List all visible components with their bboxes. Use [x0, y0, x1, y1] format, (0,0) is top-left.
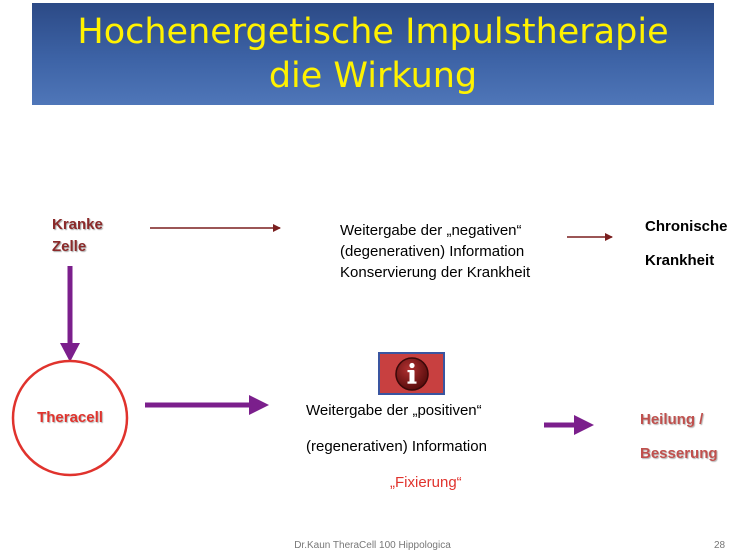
title-line-2: die Wirkung [268, 56, 478, 96]
page-number: 28 [714, 540, 726, 551]
fixation-label: „Fixierung“ [390, 474, 462, 491]
negative-information-text: Weitergabe der „negativen“ (degenerative… [340, 222, 531, 281]
arrow-positive-to-healing-head [574, 415, 594, 435]
theracell-label: Theracell [37, 409, 103, 426]
arrow-cell-to-theracell-head [60, 343, 80, 362]
healing-label: Heilung / Besserung [640, 411, 718, 462]
theracell-circle [11, 359, 129, 477]
arrow-theracell-to-positive-head [249, 395, 269, 415]
title-banner: Hochenergetische Impulstherapie die Wirk… [32, 3, 714, 105]
chronic-disease-label: Chronische Krankheit [645, 218, 728, 269]
info-icon-box [378, 352, 445, 395]
footer-text: Dr.Kaun TheraCell 100 Hippologica [294, 540, 451, 551]
positive-information-line-1: Weitergabe der „positiven“ [306, 402, 482, 419]
title-line-1: Hochenergetische Impulstherapie [77, 12, 669, 52]
sick-cell-label: Kranke Zelle [52, 216, 103, 255]
positive-information-line-2: (regenerativen) Information [306, 438, 487, 455]
info-icon [394, 356, 429, 391]
